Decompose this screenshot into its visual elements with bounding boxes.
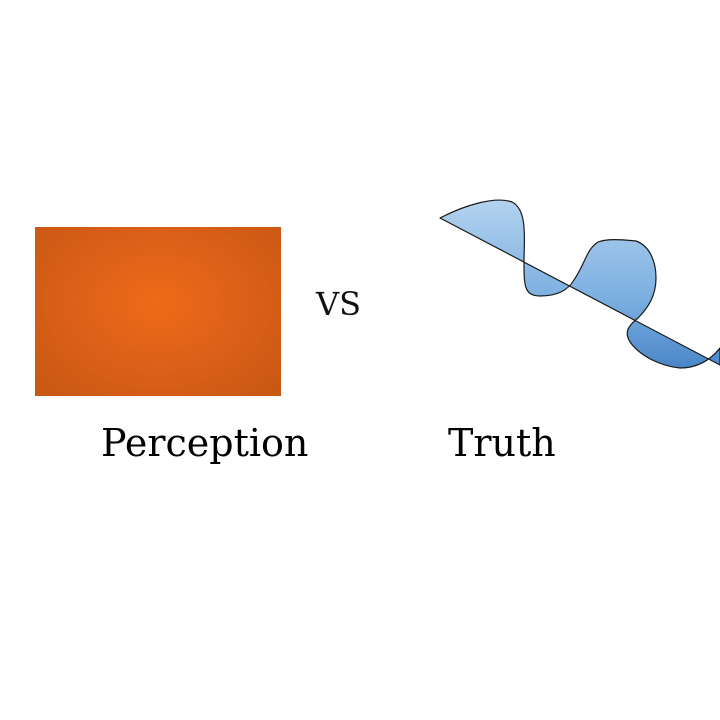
vs-label: VS bbox=[316, 285, 362, 323]
perception-rectangle-shape bbox=[35, 227, 281, 396]
perception-caption: Perception bbox=[101, 421, 309, 465]
truth-wave-path bbox=[439, 199, 720, 369]
truth-caption: Truth bbox=[448, 421, 556, 465]
